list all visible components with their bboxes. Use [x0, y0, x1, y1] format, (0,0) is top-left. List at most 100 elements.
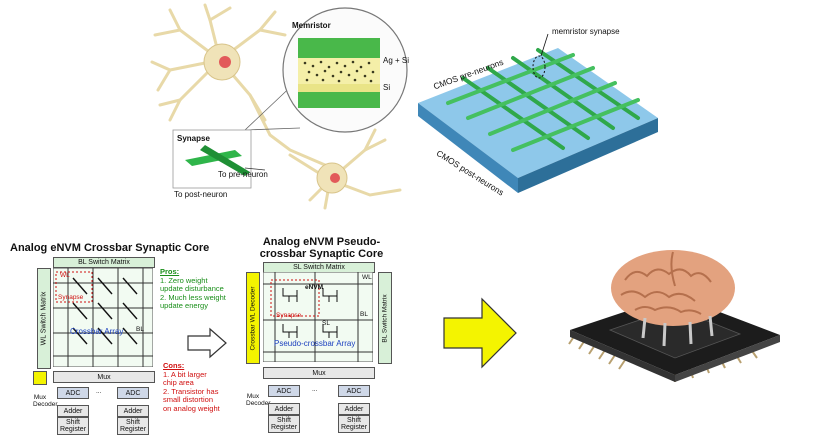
wl-switch-label: WL Switch Matrix	[40, 291, 48, 346]
upper-neuron-nucleus	[219, 56, 231, 68]
right-shift-1-line2: Register	[270, 424, 298, 431]
big-yellow-arrow-icon	[443, 297, 517, 369]
right-core-title-line2: crossbar Synaptic Core	[259, 248, 384, 260]
crossbar-array-grid	[53, 268, 153, 367]
transistor-cells	[282, 288, 338, 338]
right-mux: Mux	[263, 367, 375, 379]
wl-switch-matrix: WL Switch Matrix	[37, 268, 51, 369]
left-shift-2-line1: Shift	[125, 419, 140, 426]
synapse-bar-2	[200, 145, 250, 176]
left-adc-dots: ...	[96, 388, 102, 395]
left-synapse-label: Synapse	[58, 294, 84, 301]
right-adc-2: ADC	[338, 385, 370, 397]
lower-neuron-nucleus	[330, 173, 340, 183]
left-adc-2: ADC	[117, 387, 149, 399]
con2-line1: 2. Transistor has	[163, 386, 219, 396]
right-shift-2-line1: Shift	[346, 417, 361, 424]
chip-right-edge	[675, 335, 780, 382]
left-mux-decoder-label: Mux Decoder	[33, 394, 58, 408]
con1-line2: chip area	[163, 378, 194, 387]
right-mux-decoder-line1: Mux	[246, 393, 260, 400]
right-synapse-label: Synapse	[276, 312, 302, 319]
right-shift-2-line2: Register	[340, 424, 368, 431]
con1-line1: 1. A bit larger	[163, 369, 207, 379]
right-mux-decoder-label: Mux Decoder	[246, 393, 271, 407]
left-adder-2: Adder	[117, 405, 149, 417]
con2-line2: small distortion	[163, 395, 214, 404]
memristor-top-electrode	[298, 38, 380, 58]
right-adder-1: Adder	[268, 403, 300, 415]
pseudo-synapse-highlight	[270, 279, 320, 317]
right-mux-decoder-line2: Decoder	[246, 400, 271, 407]
left-mux: Mux	[53, 371, 155, 383]
left-adder-1: Adder	[57, 405, 89, 417]
sl-label: SL	[322, 320, 330, 327]
right-shift-1-line1: Shift	[276, 417, 291, 424]
left-shift-1-line2: Register	[59, 426, 87, 433]
synapse-bar-1	[185, 150, 242, 166]
pros-list: Pros: 1. Zero weight update disturbance …	[160, 267, 226, 311]
neuron-memristor-illustration	[150, 3, 408, 210]
left-bl-label: BL	[136, 326, 144, 333]
left-shift-2-line2: Register	[119, 426, 147, 433]
envm-label: eNVM	[305, 284, 324, 291]
lower-neuron-dendrites	[288, 128, 402, 210]
pros-title: Pros:	[160, 267, 180, 276]
brain-icon	[611, 250, 735, 326]
left-shift-1-line1: Shift	[65, 419, 80, 426]
chip-right-side	[518, 118, 658, 193]
memristor-label: Memristor	[292, 21, 331, 30]
wl-decoder-label: Crossbar WL Decoder	[249, 285, 257, 351]
pro2-line1: 2. Much less weight	[160, 292, 226, 302]
left-wl-label: WL	[60, 272, 70, 279]
left-core-title: Analog eNVM Crossbar Synaptic Core	[10, 242, 210, 254]
pro2-line2: update energy	[160, 301, 208, 310]
right-adder-2: Adder	[338, 403, 370, 415]
left-mux-decoder-line1: Mux	[33, 394, 47, 401]
pseudo-crossbar-array-label: Pseudo-crossbar Array	[274, 339, 356, 348]
synapse-cell-highlight	[55, 271, 93, 303]
right-wl-label: WL	[362, 274, 372, 281]
left-mux-decoder-line2: Decoder	[33, 401, 58, 408]
brain-folds	[620, 251, 712, 315]
left-adc-1: ADC	[57, 387, 89, 399]
bl-switch-matrix: BL Switch Matrix	[53, 257, 155, 268]
pro1-line2: update disturbance	[160, 284, 224, 293]
crossbar-columns	[446, 53, 640, 152]
memristor-crossbar-3d	[418, 33, 658, 193]
pseudo-crossbar-grid	[263, 272, 373, 362]
memristor-si-layer	[298, 84, 380, 92]
si-label: Si	[383, 83, 391, 92]
memristor-cells	[72, 277, 138, 345]
memristor-switching-layer	[298, 58, 380, 84]
to-post-neuron-label: To post-neuron	[174, 190, 228, 199]
memristor-ag-particles	[303, 60, 375, 83]
left-mux-decoder-block	[33, 371, 47, 385]
memristor-bottom-electrode	[298, 92, 380, 108]
transition-arrow	[187, 327, 227, 359]
right-bl-switch-matrix: BL Switch Matrix	[378, 272, 392, 364]
synapse-highlight-circle	[532, 55, 546, 79]
ag-si-label: Ag + Si	[383, 56, 410, 65]
right-bl-switch-label: BL Switch Matrix	[381, 293, 389, 343]
crossbar-wl-decoder: Crossbar WL Decoder	[246, 272, 260, 364]
chip-left-side	[418, 103, 518, 193]
brain-supports	[641, 315, 714, 347]
right-core-title: Analog eNVM Pseudo- crossbar Synaptic Co…	[254, 236, 389, 260]
right-core-title-line1: Analog eNVM Pseudo-	[262, 236, 381, 248]
cons-title: Cons:	[163, 361, 185, 370]
chip-left-edge	[570, 330, 675, 382]
pro1-line1: 1. Zero weight	[160, 275, 208, 285]
synapse-label: Synapse	[177, 134, 210, 143]
right-bl-label: BL	[360, 311, 368, 318]
brain-chip-illustration	[568, 250, 780, 382]
right-adc-1: ADC	[268, 385, 300, 397]
cons-list: Cons: 1. A bit larger chip area 2. Trans…	[163, 361, 220, 413]
crossbar-array-label: Crossbar Array	[70, 327, 124, 336]
to-pre-neuron-label: To pre-neuron	[218, 170, 268, 179]
right-adc-dots: ...	[312, 386, 318, 393]
